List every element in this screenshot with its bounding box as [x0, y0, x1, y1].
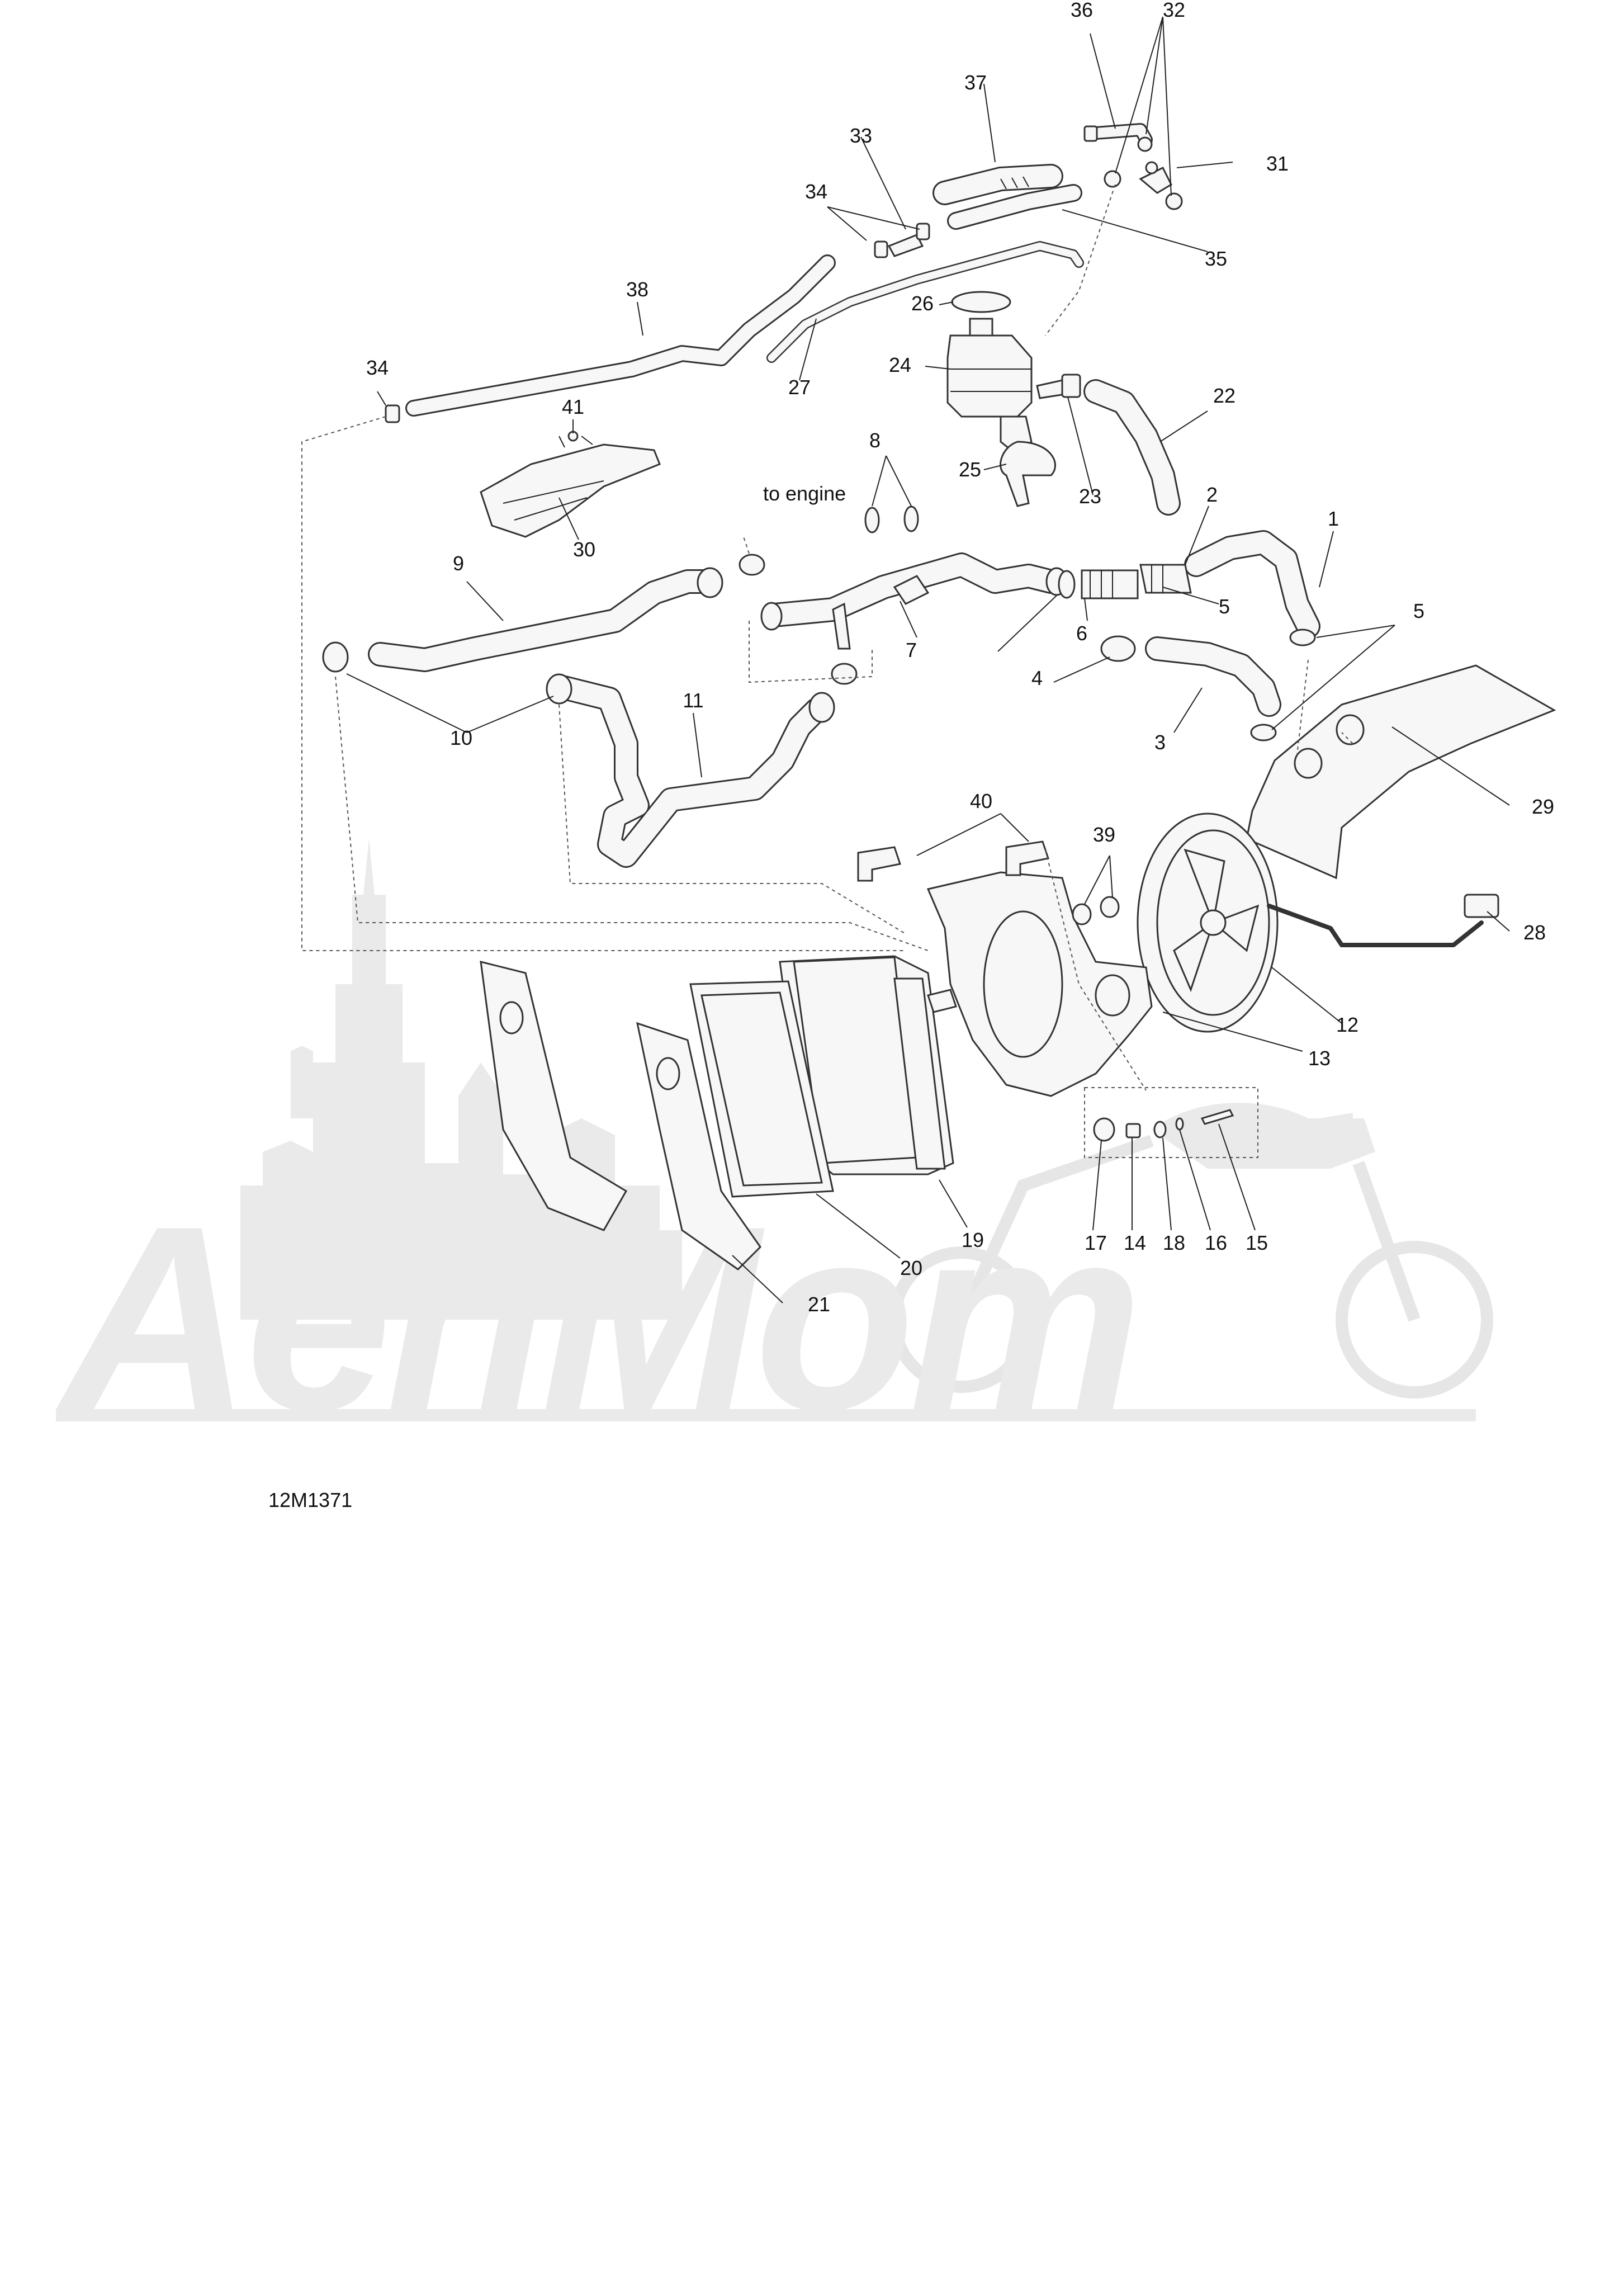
- callout-40: 40: [970, 790, 992, 812]
- callout-6: 6: [1076, 622, 1087, 645]
- fitting-23: [1061, 374, 1081, 398]
- leader-lines: [346, 16, 1510, 1303]
- clamp-9: [739, 554, 765, 576]
- callout-29: 29: [1532, 795, 1554, 818]
- fitting-2: [1139, 564, 1192, 594]
- washer-18: [1153, 1121, 1167, 1138]
- callout-34a: 34: [805, 180, 827, 203]
- elbow-36: [1083, 123, 1153, 152]
- callout-9: 9: [453, 552, 464, 575]
- assembly-guides: [301, 184, 1353, 1091]
- callout-27: 27: [788, 376, 811, 399]
- clamps-5: [1250, 629, 1316, 741]
- coolant-pipe-7: [760, 552, 1068, 650]
- hose-3: [1145, 636, 1281, 717]
- connector-28: [1464, 894, 1499, 918]
- clamp-8: [864, 506, 919, 533]
- fan-shroud-13: [926, 871, 1153, 1097]
- callout-31: 31: [1266, 152, 1289, 175]
- hose-38: [385, 254, 836, 423]
- callout-15: 15: [1246, 1231, 1268, 1254]
- callout-41: 41: [562, 395, 584, 418]
- callout-22: 22: [1213, 384, 1235, 407]
- callout-17: 17: [1085, 1231, 1107, 1254]
- callout-24: 24: [889, 353, 911, 376]
- hardware-group: [1084, 1087, 1258, 1158]
- brackets-40: [857, 840, 1049, 882]
- callout-30: 30: [573, 538, 595, 561]
- deflector-30: [480, 431, 661, 538]
- hose-6: [1058, 569, 1139, 599]
- callout-21: 21: [808, 1293, 830, 1316]
- expansion-tank-24: [946, 291, 1066, 454]
- reference-code: 12M1371: [268, 1489, 352, 1511]
- washer-16: [1175, 1117, 1184, 1131]
- callout-26: 26: [911, 292, 934, 315]
- hose-27: [766, 241, 1084, 363]
- callout-7: 7: [906, 639, 917, 662]
- callout-35: 35: [1205, 247, 1227, 270]
- callout-34b: 34: [366, 356, 389, 379]
- callout-39: 39: [1093, 823, 1115, 846]
- callout-10: 10: [450, 726, 472, 749]
- callout-19: 19: [962, 1229, 984, 1251]
- hose-11: [546, 673, 835, 868]
- callout-18: 18: [1163, 1231, 1185, 1254]
- spacer-14: [1125, 1123, 1141, 1138]
- callout-28: 28: [1523, 921, 1546, 944]
- callout-3: 3: [1154, 731, 1166, 754]
- cooling-fan-12: [1137, 812, 1499, 1033]
- callout-23: 23: [1079, 485, 1101, 508]
- screw-15: [1200, 1109, 1234, 1125]
- shroud-panel-29: [1246, 664, 1556, 880]
- callout-5a: 5: [1413, 599, 1424, 622]
- clamp-4: [1100, 635, 1136, 662]
- callout-33: 33: [850, 124, 872, 147]
- callout-12: 12: [1336, 1013, 1358, 1036]
- callout-16: 16: [1205, 1231, 1227, 1254]
- hose-37: [932, 164, 1063, 205]
- side-panels-21: [480, 961, 761, 1270]
- callout-5b: 5: [1219, 595, 1230, 618]
- hose-1: [1184, 530, 1320, 639]
- callout-1: 1: [1328, 507, 1339, 530]
- radiator-screen-20: [689, 980, 834, 1198]
- connector-33: [874, 223, 930, 258]
- callout-4: 4: [1031, 667, 1043, 689]
- callout-32: 32: [1163, 0, 1185, 21]
- callout-14: 14: [1124, 1231, 1146, 1254]
- radiator-19: [779, 955, 957, 1175]
- clamp-7b: [831, 663, 858, 685]
- callout-8: 8: [869, 429, 881, 452]
- callout-36: 36: [1071, 0, 1093, 21]
- callout-38: 38: [626, 278, 648, 301]
- to-engine-label: to engine: [763, 482, 846, 505]
- hose-9: [322, 567, 723, 673]
- tee-fitting-31: [1104, 161, 1183, 210]
- callout-2: 2: [1206, 483, 1218, 506]
- radiator-cap-26: [951, 291, 1011, 313]
- callout-13: 13: [1308, 1047, 1331, 1070]
- grommet-17: [1093, 1117, 1115, 1142]
- callout-25: 25: [959, 458, 981, 481]
- callout-numbers: 1 2 3 4 5 5 6 7 8 9 10 11 12 13 17 14 18…: [366, 0, 1554, 1316]
- callout-11: 11: [683, 689, 703, 712]
- callout-20: 20: [900, 1256, 922, 1279]
- bracket-25: [1000, 441, 1056, 507]
- hose-22: [1083, 379, 1181, 516]
- callout-37: 37: [964, 71, 987, 94]
- grommets-39: [1072, 896, 1120, 925]
- hose-35: [947, 184, 1082, 230]
